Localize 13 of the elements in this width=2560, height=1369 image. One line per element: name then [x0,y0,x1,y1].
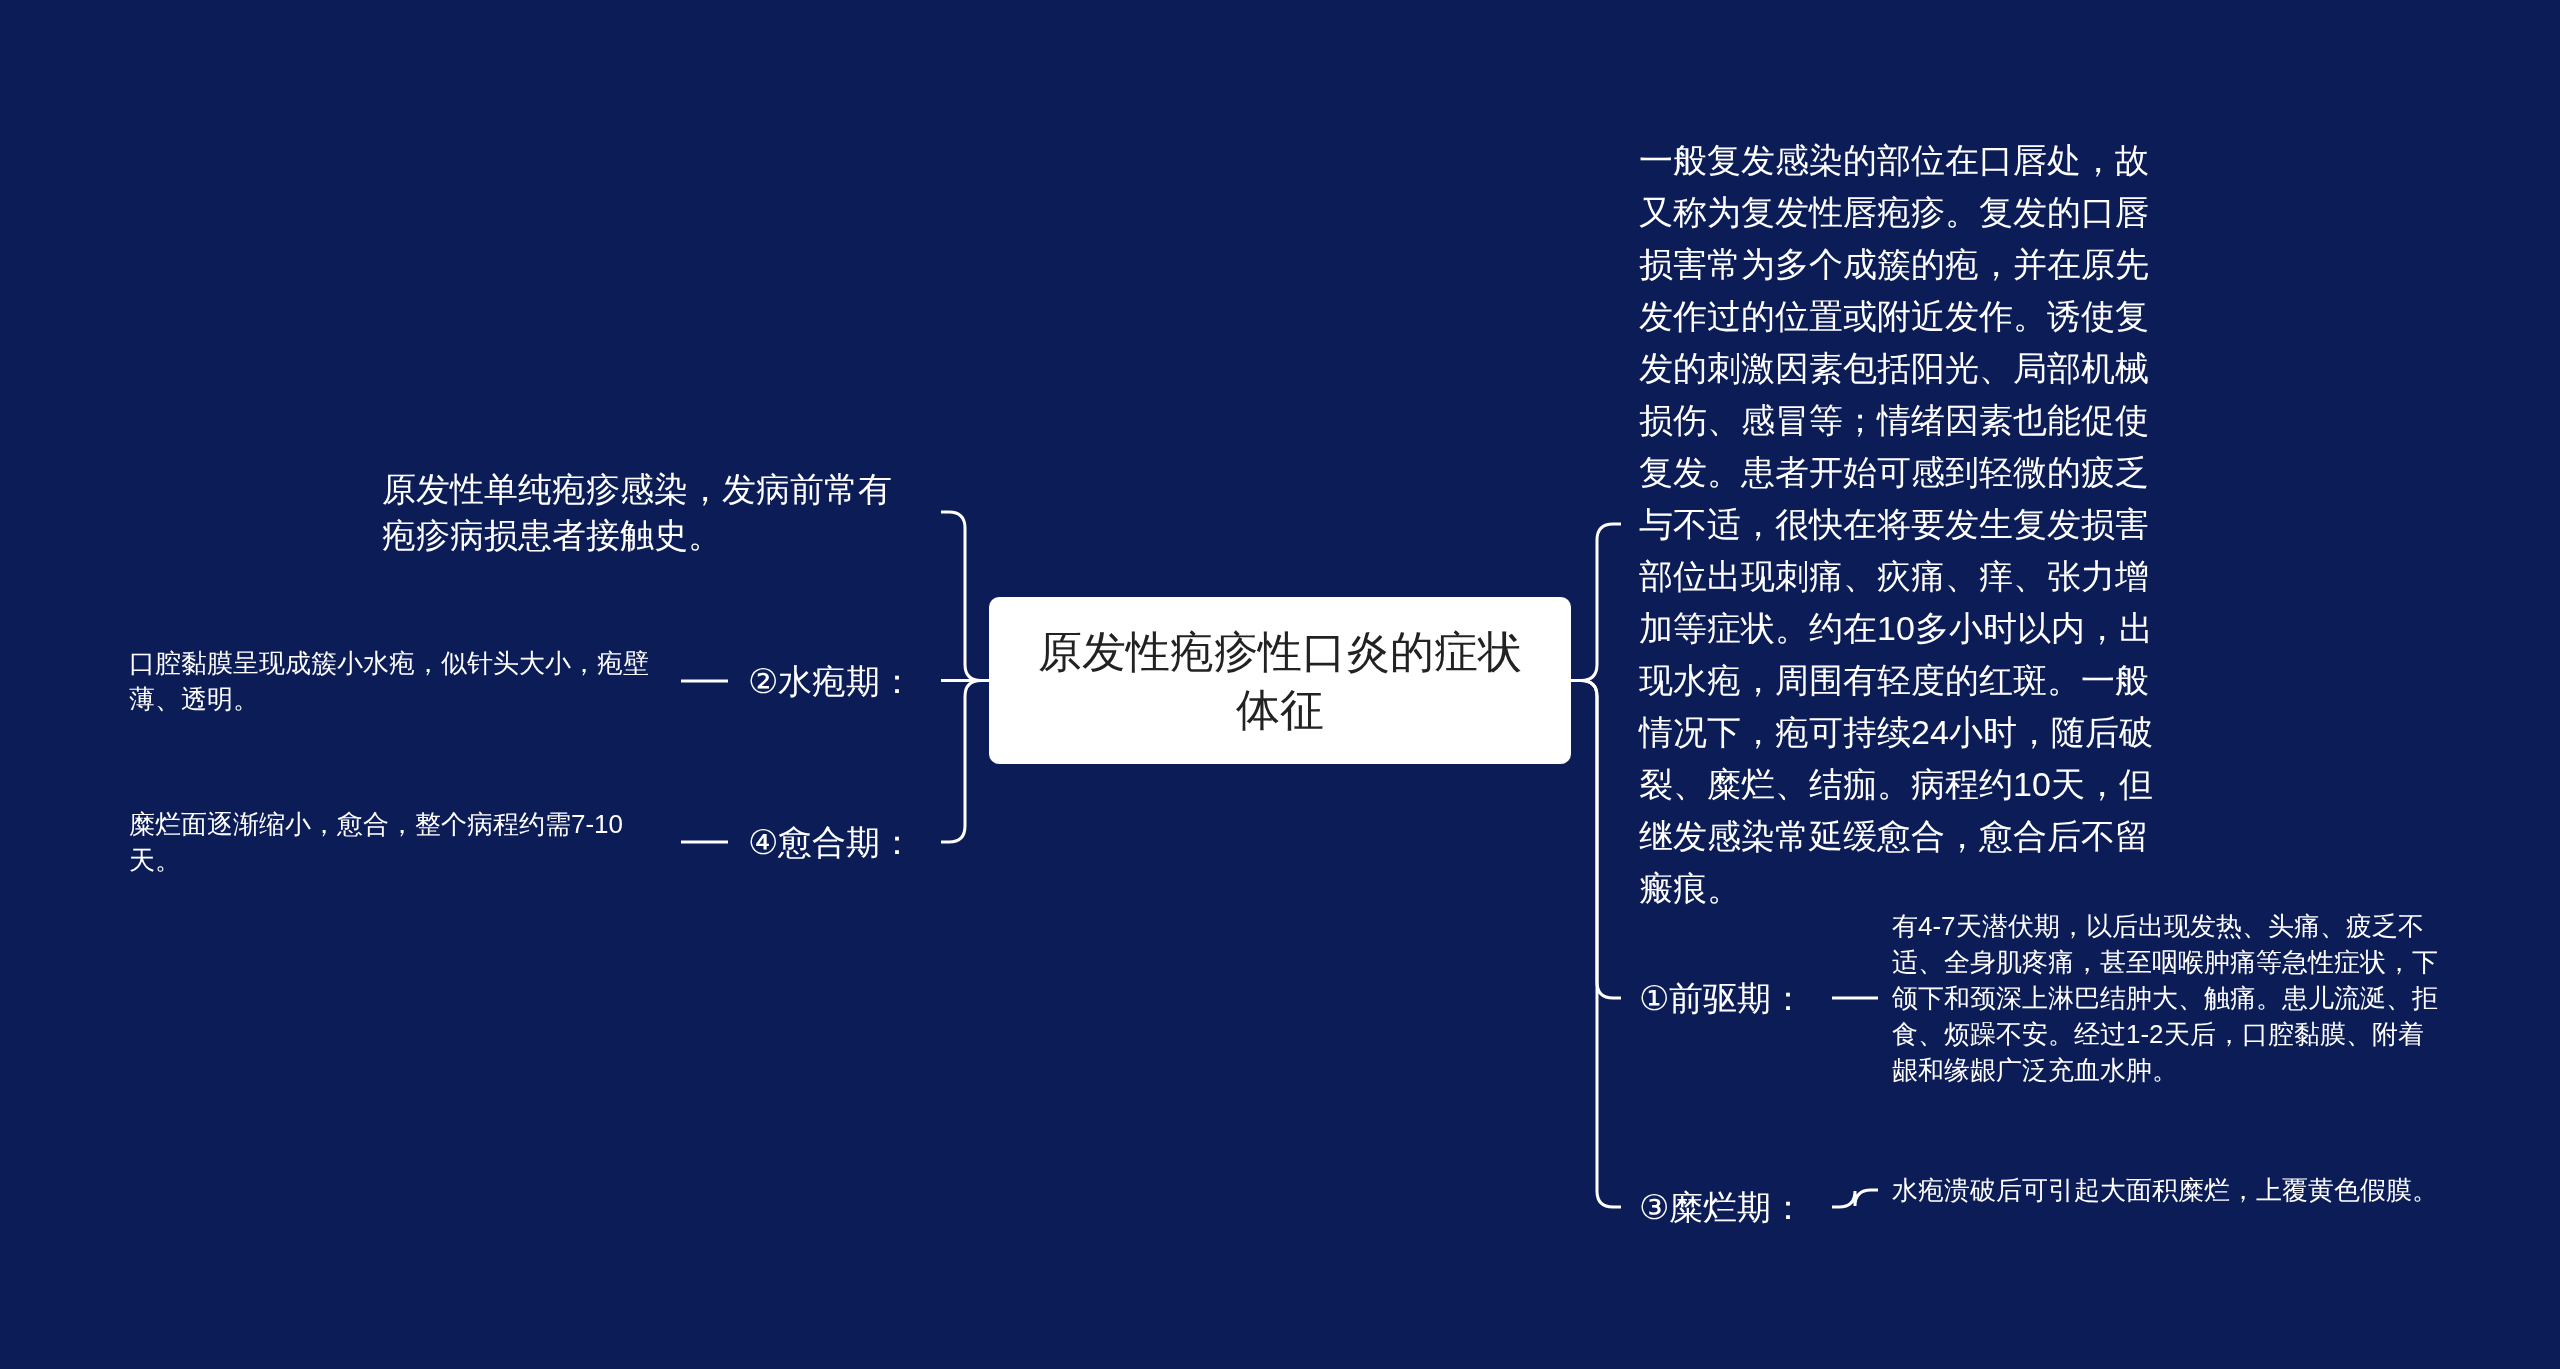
branch-label: ①前驱期： [1621,975,1832,1021]
branch-label: ②水疱期： [728,658,941,704]
connector-line [1832,996,1878,1000]
detail-text: 水疱溃破后可引起大面积糜烂，上覆黄色假膜。 [1878,1172,2444,1208]
detail-text: 糜烂面逐渐缩小，愈合，整个病程约需7-10天。 [129,806,681,878]
topic-box: 原发性疱疹性口炎的症状体征 [989,597,1571,764]
branch-label: ③糜烂期： [1621,1184,1832,1230]
branch-label: ④愈合期： [728,819,941,865]
detail-text: 口腔黏膜呈现成簇小水疱，似针头大小，疱壁薄、透明。 [129,645,681,717]
connector-line [681,679,728,683]
connector-line [681,840,728,844]
connector-line [1832,1188,1878,1209]
branch-text: 原发性单纯疱疹感染，发病前常有疱疹病损患者接触史。 [382,466,941,558]
